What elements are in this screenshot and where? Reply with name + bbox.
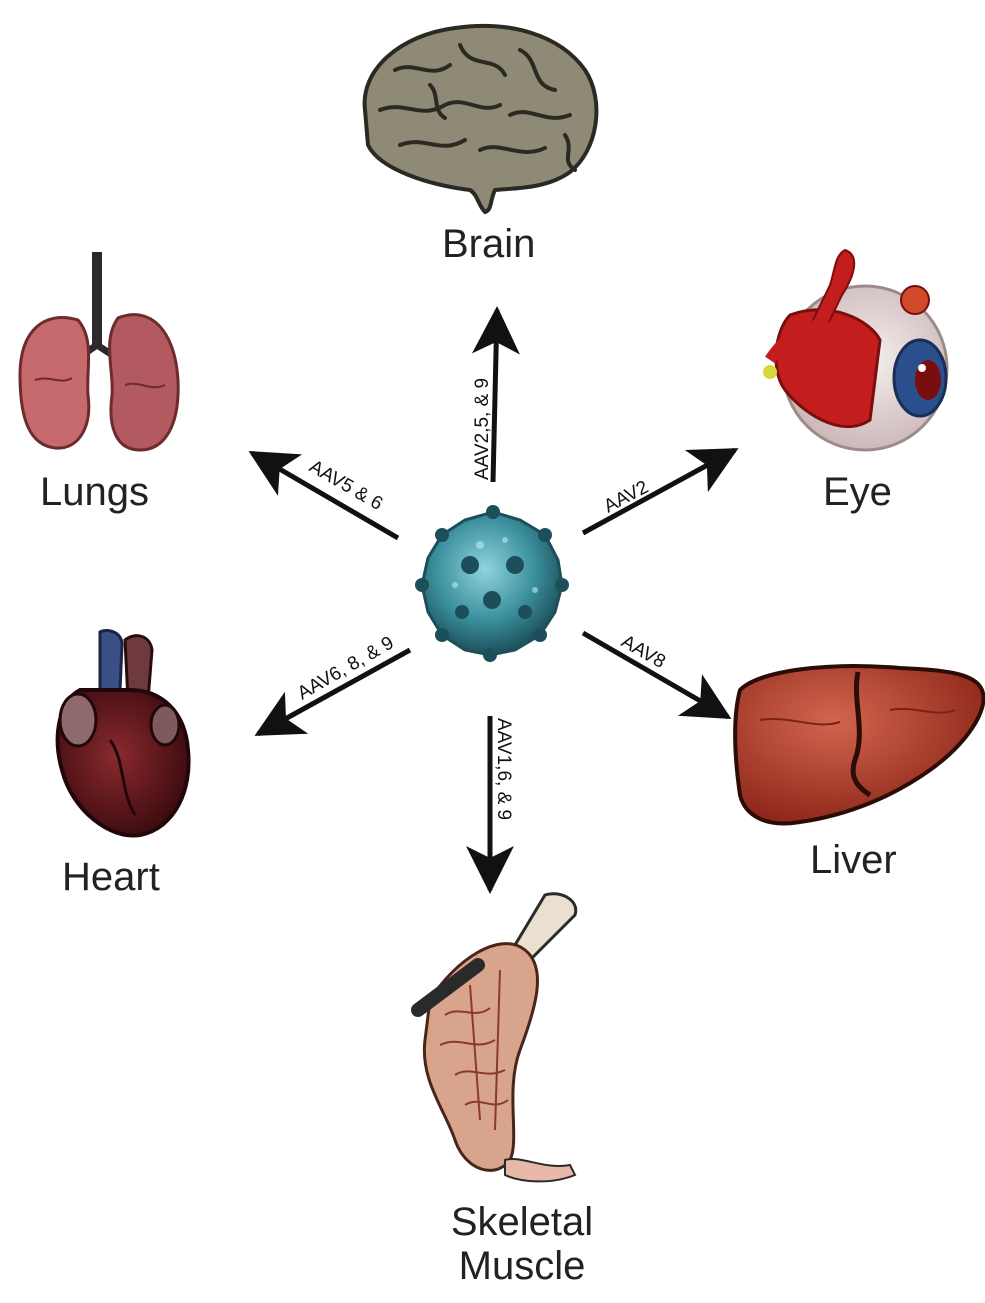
label-liver: Liver (810, 838, 897, 882)
liver-icon (735, 666, 983, 823)
skeletal-muscle-icon (418, 894, 576, 1182)
label-skeletal-muscle-line1: Skeletal (432, 1200, 612, 1244)
eye-icon (763, 250, 947, 450)
label-lungs: Lungs (40, 470, 149, 514)
arrow-to-eye (583, 450, 735, 533)
label-eye: Eye (823, 470, 892, 514)
serotype-label-heart: AAV6, 8, & 9 (294, 632, 398, 704)
arrow-to-brain (493, 310, 497, 482)
serotype-label-muscle: AAV1,6, & 9 (493, 718, 514, 820)
label-skeletal-muscle-line2: Muscle (432, 1244, 612, 1288)
label-brain: Brain (442, 222, 535, 266)
label-skeletal-muscle: Skeletal Muscle (432, 1200, 612, 1288)
lungs-icon (20, 252, 178, 450)
label-heart: Heart (62, 855, 160, 899)
arrow-to-liver (583, 633, 728, 717)
virus-capsid-icon (415, 505, 569, 662)
serotype-label-brain: AAV2,5, & 9 (472, 378, 493, 480)
brain-icon (365, 26, 597, 212)
heart-icon (58, 631, 189, 836)
